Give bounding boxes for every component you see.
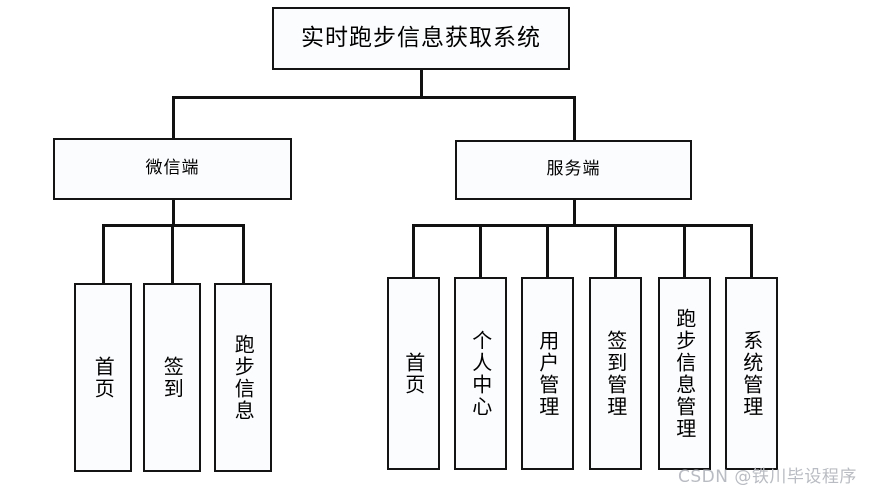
- connector-server-drop-4: [614, 224, 617, 278]
- connector-server-bar: [412, 224, 753, 227]
- node-leaf-server-runinfomgmt-label: 跑步信息管理: [672, 307, 697, 440]
- node-leaf-server-profile[interactable]: 个人中心: [454, 277, 507, 470]
- node-leaf-wechat-runinfo-label: 跑步信息: [231, 333, 256, 422]
- node-leaf-wechat-home-label: 首页: [91, 355, 116, 400]
- connector-server-drop-5: [683, 224, 686, 278]
- node-leaf-wechat-checkin[interactable]: 签到: [143, 283, 201, 472]
- connector-root-stem: [420, 70, 423, 98]
- node-root-label: 实时跑步信息获取系统: [301, 24, 541, 51]
- connector-wechat-drop-2: [171, 224, 174, 284]
- node-leaf-server-checkinmgmt-label: 签到管理: [603, 329, 628, 418]
- csdn-watermark: CSDN @铁川毕设程序: [678, 467, 857, 487]
- node-leaf-server-usermgmt-label: 用户管理: [535, 329, 560, 418]
- node-leaf-server-home-label: 首页: [401, 351, 426, 396]
- node-leaf-wechat-home[interactable]: 首页: [74, 283, 132, 472]
- node-leaf-server-checkinmgmt[interactable]: 签到管理: [589, 277, 642, 470]
- node-branch-server-label: 服务端: [546, 159, 601, 180]
- node-root[interactable]: 实时跑步信息获取系统: [272, 7, 570, 70]
- connector-drop-server: [573, 96, 576, 140]
- node-leaf-server-runinfomgmt[interactable]: 跑步信息管理: [658, 277, 711, 470]
- node-leaf-server-sysmgmt[interactable]: 系统管理: [725, 277, 778, 470]
- node-leaf-server-usermgmt[interactable]: 用户管理: [521, 277, 574, 470]
- connector-server-stem: [573, 200, 576, 226]
- node-leaf-server-sysmgmt-label: 系统管理: [739, 329, 764, 418]
- node-leaf-server-profile-label: 个人中心: [468, 329, 493, 418]
- connector-wechat-drop-1: [102, 224, 105, 284]
- node-leaf-wechat-runinfo[interactable]: 跑步信息: [214, 283, 272, 472]
- node-leaf-server-home[interactable]: 首页: [387, 277, 440, 470]
- connector-drop-wechat: [172, 96, 175, 138]
- connector-wechat-drop-3: [242, 224, 245, 284]
- node-leaf-wechat-checkin-label: 签到: [160, 355, 185, 400]
- connector-level1-bar: [172, 96, 576, 99]
- connector-server-drop-3: [546, 224, 549, 278]
- connector-server-drop-6: [750, 224, 753, 278]
- node-branch-wechat[interactable]: 微信端: [53, 138, 292, 200]
- connector-wechat-stem: [172, 200, 175, 226]
- connector-server-drop-1: [412, 224, 415, 278]
- node-branch-wechat-label: 微信端: [145, 158, 200, 179]
- node-branch-server[interactable]: 服务端: [455, 140, 692, 200]
- connector-server-drop-2: [479, 224, 482, 278]
